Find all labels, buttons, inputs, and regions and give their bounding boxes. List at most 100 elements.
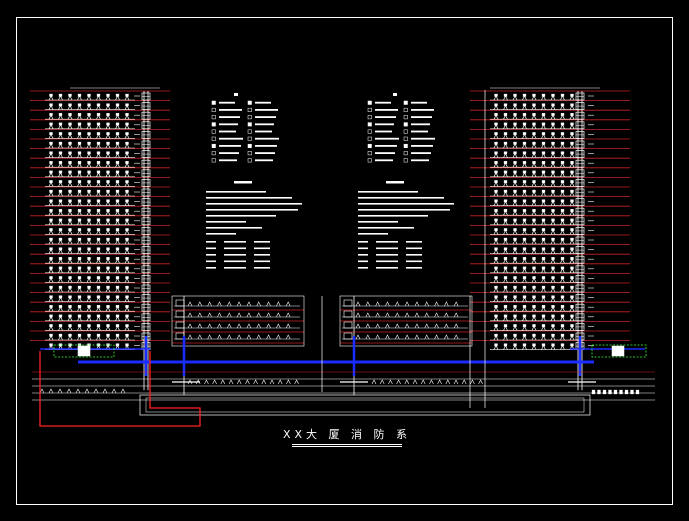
detector-symbol	[58, 314, 63, 318]
detector-symbol	[551, 266, 555, 270]
detector-symbol	[551, 285, 555, 289]
basement-device-symbol	[111, 388, 117, 394]
table-cell	[358, 254, 368, 256]
alarm-device-symbol	[424, 323, 429, 329]
basement-device-symbol	[624, 389, 629, 395]
detector-symbol	[551, 103, 555, 107]
detector-symbol	[125, 305, 129, 308]
table-cell	[358, 247, 368, 250]
detector-symbol	[532, 151, 536, 155]
alarm-device-symbol	[266, 334, 271, 340]
detector-symbol	[494, 132, 498, 136]
detector-symbol	[87, 266, 91, 270]
basement-device-symbol	[236, 379, 242, 385]
alarm-device-symbol	[444, 323, 449, 329]
detector-symbol	[106, 218, 110, 222]
basement-device-symbol	[591, 389, 596, 395]
legend-text-stub	[411, 109, 434, 111]
detector-symbol	[503, 266, 508, 270]
detector-symbol	[541, 295, 546, 299]
alarm-device-symbol	[266, 323, 271, 329]
legend-symbol	[247, 100, 252, 105]
detector-symbol	[125, 333, 129, 337]
table-cell	[206, 247, 216, 250]
detector-symbol	[560, 141, 565, 145]
detector-symbol	[513, 199, 517, 203]
detector-symbol	[494, 199, 498, 203]
alarm-device-symbol	[404, 301, 410, 307]
detector-symbol	[494, 324, 498, 328]
detector-symbol	[522, 295, 527, 299]
title-underline	[292, 444, 402, 447]
legend-symbol	[403, 122, 408, 127]
detector-symbol	[513, 314, 517, 318]
basement-device-symbol	[388, 379, 393, 385]
detector-symbol	[522, 161, 527, 164]
alarm-device-symbol	[227, 312, 232, 318]
basement-device-symbol	[613, 389, 618, 395]
detector-symbol	[494, 122, 498, 126]
detector-symbol	[560, 132, 565, 136]
detector-symbol	[106, 237, 110, 241]
legend-symbol	[211, 100, 216, 105]
detector-symbol	[49, 333, 53, 337]
detector-symbol	[513, 180, 517, 184]
detector-symbol	[503, 228, 508, 232]
detector-symbol	[541, 170, 546, 174]
detector-symbol	[570, 257, 574, 260]
detector-symbol	[68, 93, 72, 97]
alarm-device-symbol	[355, 312, 361, 318]
alarm-device-symbol	[256, 334, 261, 340]
detector-symbol	[77, 247, 82, 251]
detector-symbol	[494, 161, 498, 164]
detector-symbol	[106, 141, 110, 145]
basement-device-symbol	[228, 379, 234, 385]
basement-device-symbol	[608, 389, 612, 395]
alarm-device-symbol	[365, 323, 371, 329]
detector-symbol	[551, 333, 555, 337]
detector-symbol	[77, 170, 82, 174]
legend-symbol	[247, 136, 252, 141]
alarm-device-symbol	[217, 312, 222, 318]
detector-symbol	[49, 122, 53, 126]
right-tower-riser	[490, 87, 600, 391]
alarm-device-symbol	[246, 323, 252, 329]
detector-symbol	[96, 180, 101, 184]
detector-symbol	[513, 189, 517, 193]
alarm-device-symbol	[444, 312, 449, 318]
alarm-device-symbol	[276, 301, 281, 307]
detector-symbol	[560, 305, 565, 308]
detector-symbol	[58, 247, 63, 251]
detector-symbol	[58, 199, 63, 203]
detector-symbol	[115, 93, 120, 97]
detector-symbol	[115, 324, 120, 328]
basement-device-symbol	[396, 379, 401, 385]
detector-symbol	[513, 113, 517, 116]
detector-symbol	[68, 180, 72, 184]
detector-symbol	[522, 93, 527, 97]
detector-symbol	[532, 257, 536, 260]
detector-symbol	[532, 161, 536, 164]
detector-symbol	[503, 209, 508, 212]
detector-symbol	[503, 276, 508, 280]
detector-symbol	[503, 189, 508, 193]
detector-symbol	[125, 295, 129, 299]
detector-symbol	[560, 285, 565, 289]
detector-symbol	[503, 199, 508, 203]
detector-symbol	[68, 247, 72, 251]
legend-text-stub	[411, 159, 429, 162]
basement-device-symbol	[630, 389, 634, 395]
detector-symbol	[551, 218, 555, 222]
detector-symbol	[551, 343, 555, 347]
detector-symbol	[49, 237, 53, 241]
detector-symbol	[125, 93, 129, 97]
alarm-device-symbol	[424, 312, 429, 318]
detector-symbol	[125, 170, 129, 174]
basement-device-symbol	[66, 388, 72, 394]
detector-symbol	[106, 228, 110, 232]
detector-symbol	[551, 257, 555, 260]
basement-device-symbol	[84, 388, 90, 394]
legend-text-stub	[219, 109, 242, 111]
detector-symbol	[77, 180, 82, 184]
basement-device-symbol	[75, 388, 81, 394]
